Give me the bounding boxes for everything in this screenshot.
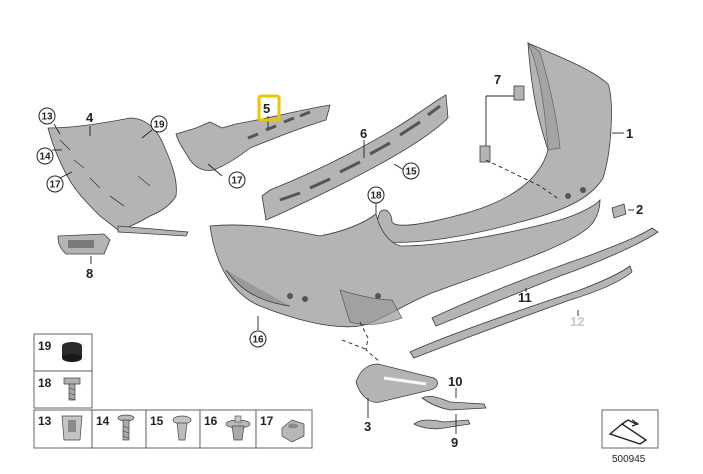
view-direction-icon	[608, 419, 648, 445]
label-part-6: 6	[360, 126, 367, 141]
label-part-4: 4	[86, 110, 94, 125]
legend-label-18: 18	[38, 376, 52, 390]
label-part-10: 10	[448, 374, 462, 389]
label-part-2: 2	[636, 202, 643, 217]
callout-19: 19	[150, 115, 168, 133]
svg-text:13: 13	[41, 112, 53, 123]
svg-text:18: 18	[370, 191, 382, 202]
svg-text:15: 15	[405, 167, 417, 178]
callout-16: 16	[249, 330, 267, 348]
diagram-id-box	[601, 409, 659, 449]
rubber-buffer-icon	[62, 342, 82, 362]
fastener-legend: 19 18 13 14 15	[33, 333, 313, 449]
diagram-number: 500945	[612, 454, 646, 465]
label-part-11: 11	[518, 290, 532, 305]
bumper-cover-part-1[interactable]	[209, 41, 612, 328]
nut-17-icon	[281, 419, 305, 443]
callout-13: 13	[38, 107, 56, 125]
clip-part-2[interactable]	[611, 203, 627, 219]
insert-part-8[interactable]	[57, 233, 111, 255]
label-part-8: 8	[86, 266, 93, 281]
label-part-3: 3	[364, 419, 371, 434]
side-bracket-part-4[interactable]	[47, 117, 189, 237]
callout-14: 14	[36, 147, 54, 165]
callout-17-left: 17	[46, 175, 64, 193]
expanding-rivet-15-icon	[172, 415, 192, 441]
bracket-part-7[interactable]	[479, 85, 561, 201]
reflector-part-3[interactable]	[355, 363, 438, 403]
legend-label-19: 19	[38, 339, 52, 353]
bracket-part-5[interactable]	[175, 104, 331, 171]
callout-17-center: 17	[228, 171, 246, 189]
trim-part-9[interactable]	[413, 419, 471, 430]
svg-text:19: 19	[153, 120, 165, 131]
trim-strip-part-12[interactable]	[409, 265, 633, 359]
svg-text:14: 14	[39, 152, 51, 163]
svg-text:17: 17	[49, 180, 61, 191]
svg-text:17: 17	[231, 176, 243, 187]
label-part-7: 7	[494, 72, 501, 87]
callout-15: 15	[402, 162, 420, 180]
dashed-guide	[341, 339, 369, 351]
label-part-12: 12	[570, 314, 584, 329]
clip-16-icon	[225, 415, 251, 441]
dashed-guide	[359, 321, 381, 363]
legend-label-16: 16	[204, 414, 218, 428]
callout-18: 18	[367, 186, 385, 204]
label-part-1: 1	[626, 126, 633, 141]
screw-18-icon	[63, 377, 81, 401]
highlight-box	[257, 94, 281, 122]
leader-lines	[52, 116, 634, 434]
bumper-carrier-part-6[interactable]	[261, 94, 449, 221]
screw-14-icon	[117, 414, 135, 441]
legend-label-17: 17	[260, 414, 274, 428]
legend-label-15: 15	[150, 414, 164, 428]
clip-nut-13-icon	[61, 415, 83, 441]
label-part-9: 9	[451, 435, 458, 450]
svg-text:16: 16	[252, 335, 264, 346]
trim-strip-part-11[interactable]	[431, 227, 659, 327]
label-part-5: 5	[263, 101, 270, 116]
legend-label-13: 13	[38, 414, 52, 428]
trim-part-10[interactable]	[421, 395, 487, 411]
legend-label-14: 14	[96, 414, 110, 428]
